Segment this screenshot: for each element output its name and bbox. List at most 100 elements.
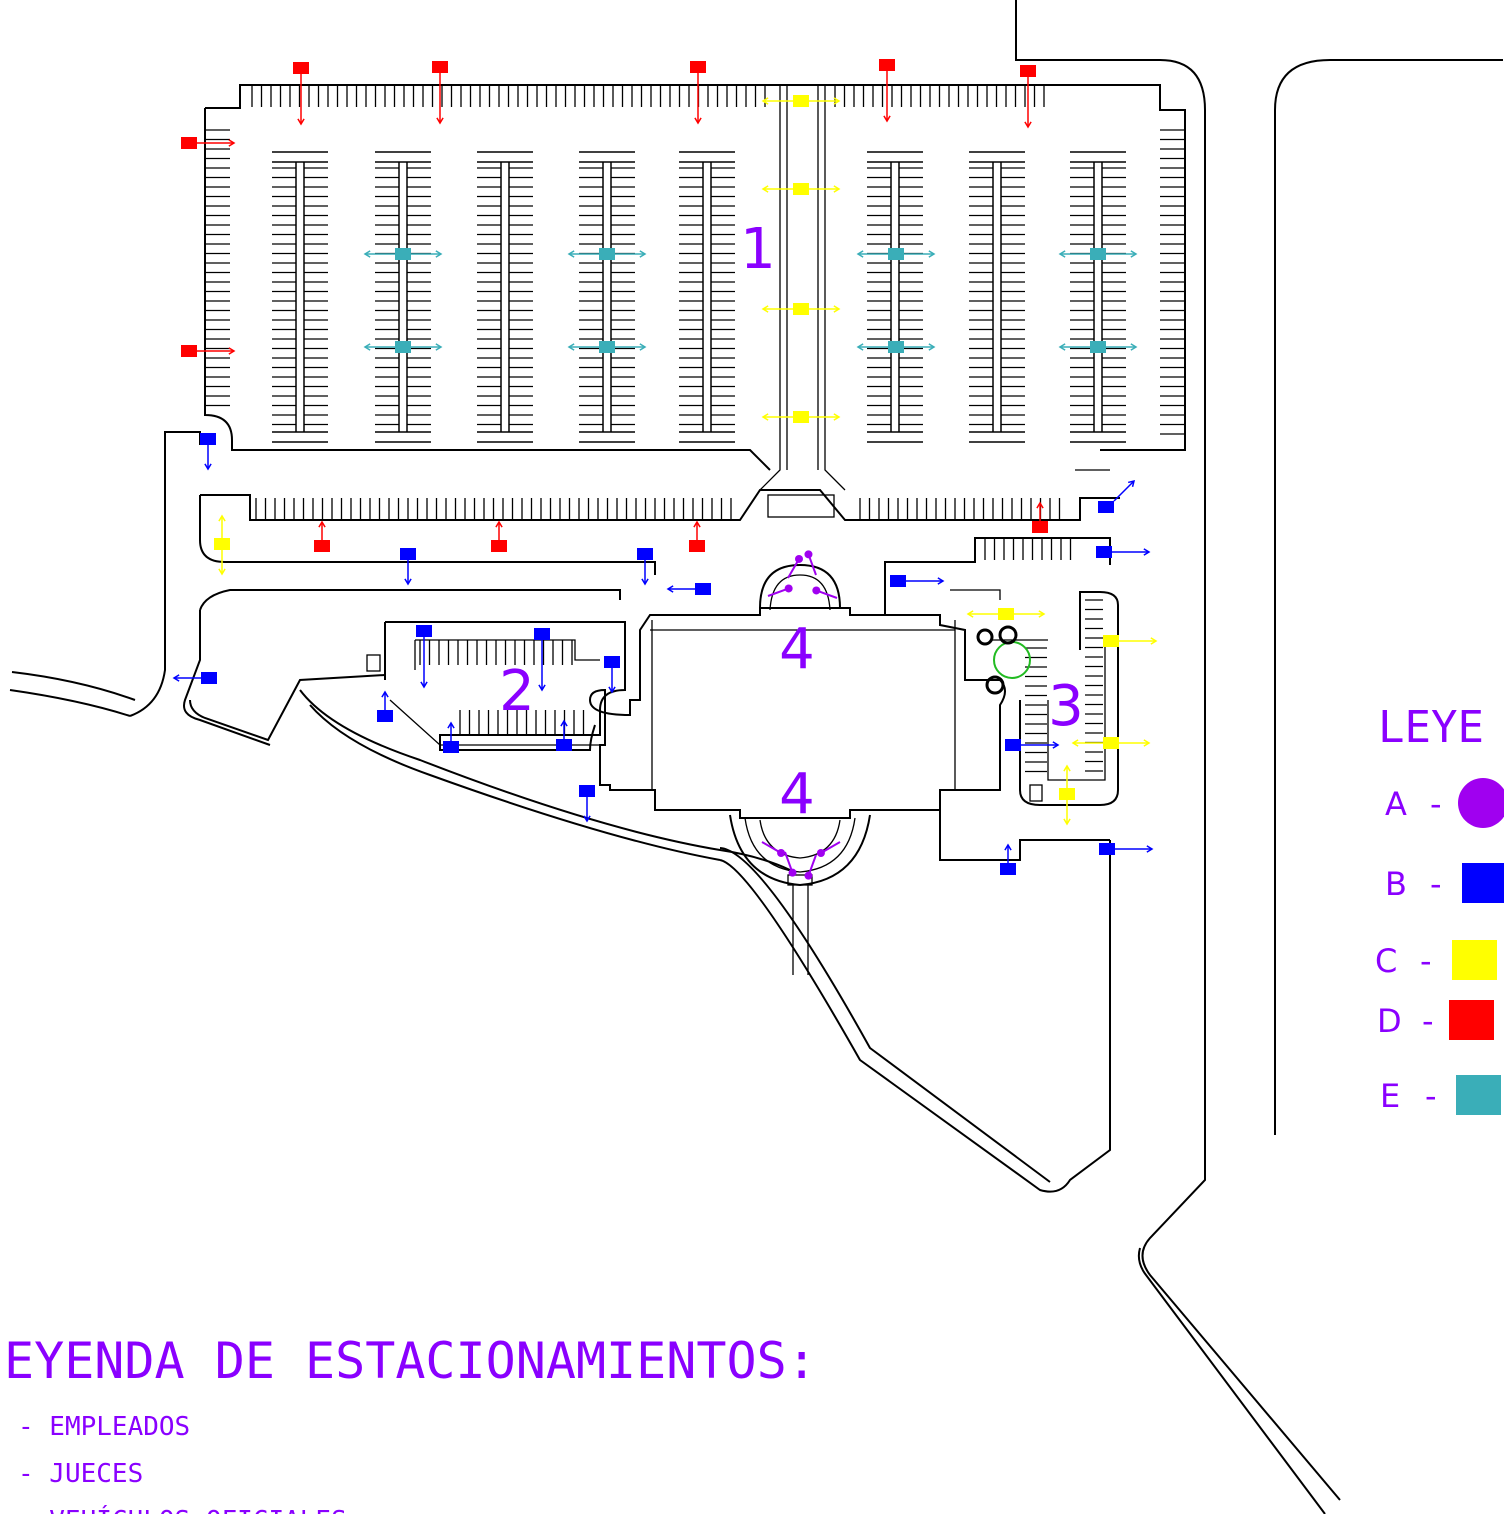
arrow-head: [833, 97, 841, 105]
red-square: [690, 61, 706, 73]
arrow-head: [318, 520, 326, 528]
marker-b: [534, 628, 550, 692]
marker-b: [890, 575, 945, 587]
island-end: [679, 151, 735, 443]
arrow-head: [228, 347, 236, 355]
yellow-square: [793, 303, 809, 315]
legend-item-d: D-: [1377, 1000, 1494, 1040]
arrow-head: [567, 343, 575, 351]
arrow-head: [218, 514, 226, 522]
legend-letter: B: [1385, 865, 1407, 903]
marker-c: [214, 514, 230, 576]
legend-item-c: C-: [1375, 940, 1497, 980]
arrow-head: [297, 118, 305, 126]
marker-a-dot: [788, 868, 797, 877]
arrow-head: [693, 520, 701, 528]
red-square: [181, 137, 197, 149]
teal-square: [888, 341, 904, 353]
marker-c: [761, 411, 841, 423]
marker-c: [966, 608, 1046, 620]
arrow-head: [641, 578, 649, 586]
legend-letter: E: [1380, 1077, 1400, 1115]
arrow-head: [1038, 610, 1046, 618]
yellow-square: [214, 538, 230, 550]
island-end: [1070, 151, 1126, 443]
legend-letter: D: [1377, 1002, 1402, 1040]
marker-e: [567, 248, 647, 260]
arrow-head: [1127, 479, 1136, 488]
arrow-head: [447, 721, 455, 729]
marker-d: [689, 520, 705, 552]
arrow-line: [1113, 480, 1135, 502]
marker-b: [443, 721, 459, 753]
legend-dash: -: [1422, 1002, 1434, 1040]
blue-square: [695, 583, 711, 595]
arrow-head: [1004, 843, 1012, 851]
red-square: [879, 59, 895, 71]
arrow-head: [937, 577, 945, 585]
blue-square: [416, 625, 432, 637]
yellow-square: [793, 183, 809, 195]
blue-square: [890, 575, 906, 587]
arrow-head: [883, 115, 891, 123]
red-square: [491, 540, 507, 552]
arrow-head: [228, 139, 236, 147]
arrow-head: [761, 97, 769, 105]
red-square: [314, 540, 330, 552]
arrow-head: [204, 463, 212, 471]
arrow-head: [833, 413, 841, 421]
yellow-square: [1103, 737, 1119, 749]
arrow-head: [1063, 818, 1071, 826]
island-spine: [992, 162, 1002, 432]
arrow-head: [435, 250, 443, 258]
arrow-head: [436, 117, 444, 125]
marker-d: [1020, 65, 1036, 129]
marker-d: [491, 520, 507, 552]
marker-b: [637, 548, 653, 586]
legend-bottom: EYENDA DE ESTACIONAMIENTOS: - EMPLEADOS …: [4, 1332, 817, 1514]
blue-square: [1000, 863, 1016, 875]
parking-lot-3: [884, 537, 1119, 861]
arrow-head: [363, 343, 371, 351]
arrow-head: [761, 305, 769, 313]
parking-stalls: [205, 85, 1185, 773]
blue-square: [1099, 843, 1115, 855]
marker-d: [432, 61, 448, 125]
arrow-head: [363, 250, 371, 258]
legend-bottom-item-vehiculos: - VEHÍCULOS OFICIALES: [18, 1504, 347, 1514]
legend-item-e: E-: [1380, 1075, 1501, 1115]
arrow-head: [1071, 739, 1079, 747]
marker-a-dot: [795, 554, 803, 563]
marker-e: [856, 341, 936, 353]
blue-square: [604, 656, 620, 668]
arrow-head: [538, 684, 546, 692]
blue-square: [534, 628, 550, 640]
marker-a-dot: [812, 586, 821, 595]
arrow-head: [694, 117, 702, 125]
zone-label-4-south: 4: [779, 762, 815, 827]
teal-square: [1090, 248, 1106, 260]
legend-right: LEYE A-B-C-D-E-: [1375, 702, 1504, 1115]
blue-square: [201, 672, 217, 684]
island-end: [579, 151, 635, 443]
arrow-head: [639, 343, 647, 351]
marker-b: [1099, 843, 1154, 855]
arrow-head: [567, 250, 575, 258]
yellow-square: [793, 411, 809, 423]
legend-bottom-title: EYENDA DE ESTACIONAMIENTOS:: [4, 1332, 817, 1390]
red-square: [181, 345, 197, 357]
marker-e: [363, 248, 443, 260]
blue-square: [1098, 501, 1114, 513]
teal-square: [599, 248, 615, 260]
marker-d: [879, 59, 895, 123]
arrow-head: [1146, 845, 1154, 853]
arrow-head: [1130, 250, 1138, 258]
legend-item-b: B-: [1385, 863, 1504, 903]
marker-c: [761, 303, 841, 315]
zone-label-1: 1: [740, 217, 776, 282]
blue-square: [443, 741, 459, 753]
yellow-square: [1059, 788, 1075, 800]
legend-letter: A: [1385, 785, 1407, 823]
zone-label-3: 3: [1048, 674, 1084, 739]
marker-d: [181, 345, 236, 357]
